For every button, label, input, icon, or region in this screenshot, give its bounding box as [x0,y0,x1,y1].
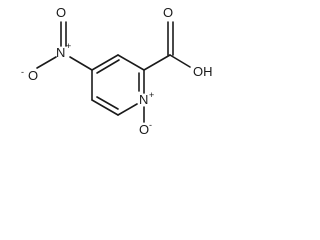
pyridine-ring [91,54,145,116]
charge-nitro-o-left: - [21,67,24,77]
atom-nitro-n: N [56,45,65,60]
ring-bond-c3-c4 [91,54,119,71]
bond-c4-nnitro [69,56,93,71]
atom-nitro-o-left: O [28,68,38,83]
bond-c-oh [169,54,191,68]
ring-bond-c4-c3-inner [96,59,120,74]
ring-bond-c5-c6-inner [96,96,119,110]
ring-bond-c2-c3 [117,54,145,71]
nitro-group: N + O O - [21,5,93,83]
atom-n-oxide-o: O [139,122,149,137]
chemical-structure: O OH N + O O - N + O - [21,5,213,137]
charge-nitro-n: + [66,41,71,51]
atom-acid-o: O [163,5,173,20]
bond-nnitro-oleft [36,56,57,69]
charge-n-oxide-o: - [149,120,152,130]
charge-ring-n: + [149,90,154,100]
ring-bond-c5-c6 [91,99,119,116]
atom-nitro-o-top: O [56,5,66,20]
carboxylic-acid-group: O OH [143,5,213,79]
atom-acid-oh: OH [193,64,213,79]
bond-c2-ccooh [143,54,171,71]
atom-ring-n: N [139,92,148,107]
ring-bond-c6-n1 [117,103,138,116]
n-oxide-group: N + O - [139,90,154,137]
